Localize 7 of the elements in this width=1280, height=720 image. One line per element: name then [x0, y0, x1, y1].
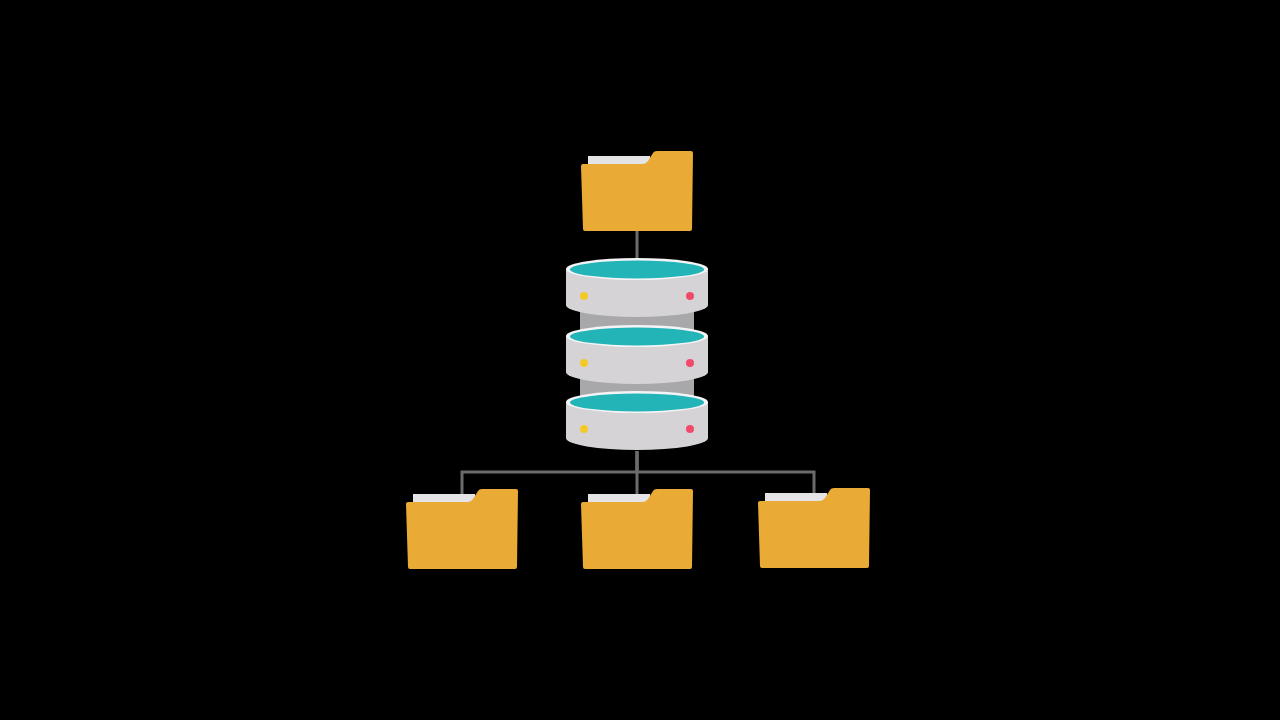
connector-line — [635, 231, 639, 258]
folder-icon — [581, 151, 693, 231]
folder-icon — [758, 488, 870, 568]
database-icon — [565, 257, 709, 451]
folder-icon — [406, 489, 518, 569]
connector-line — [635, 451, 816, 493]
folder-icon — [581, 489, 693, 569]
